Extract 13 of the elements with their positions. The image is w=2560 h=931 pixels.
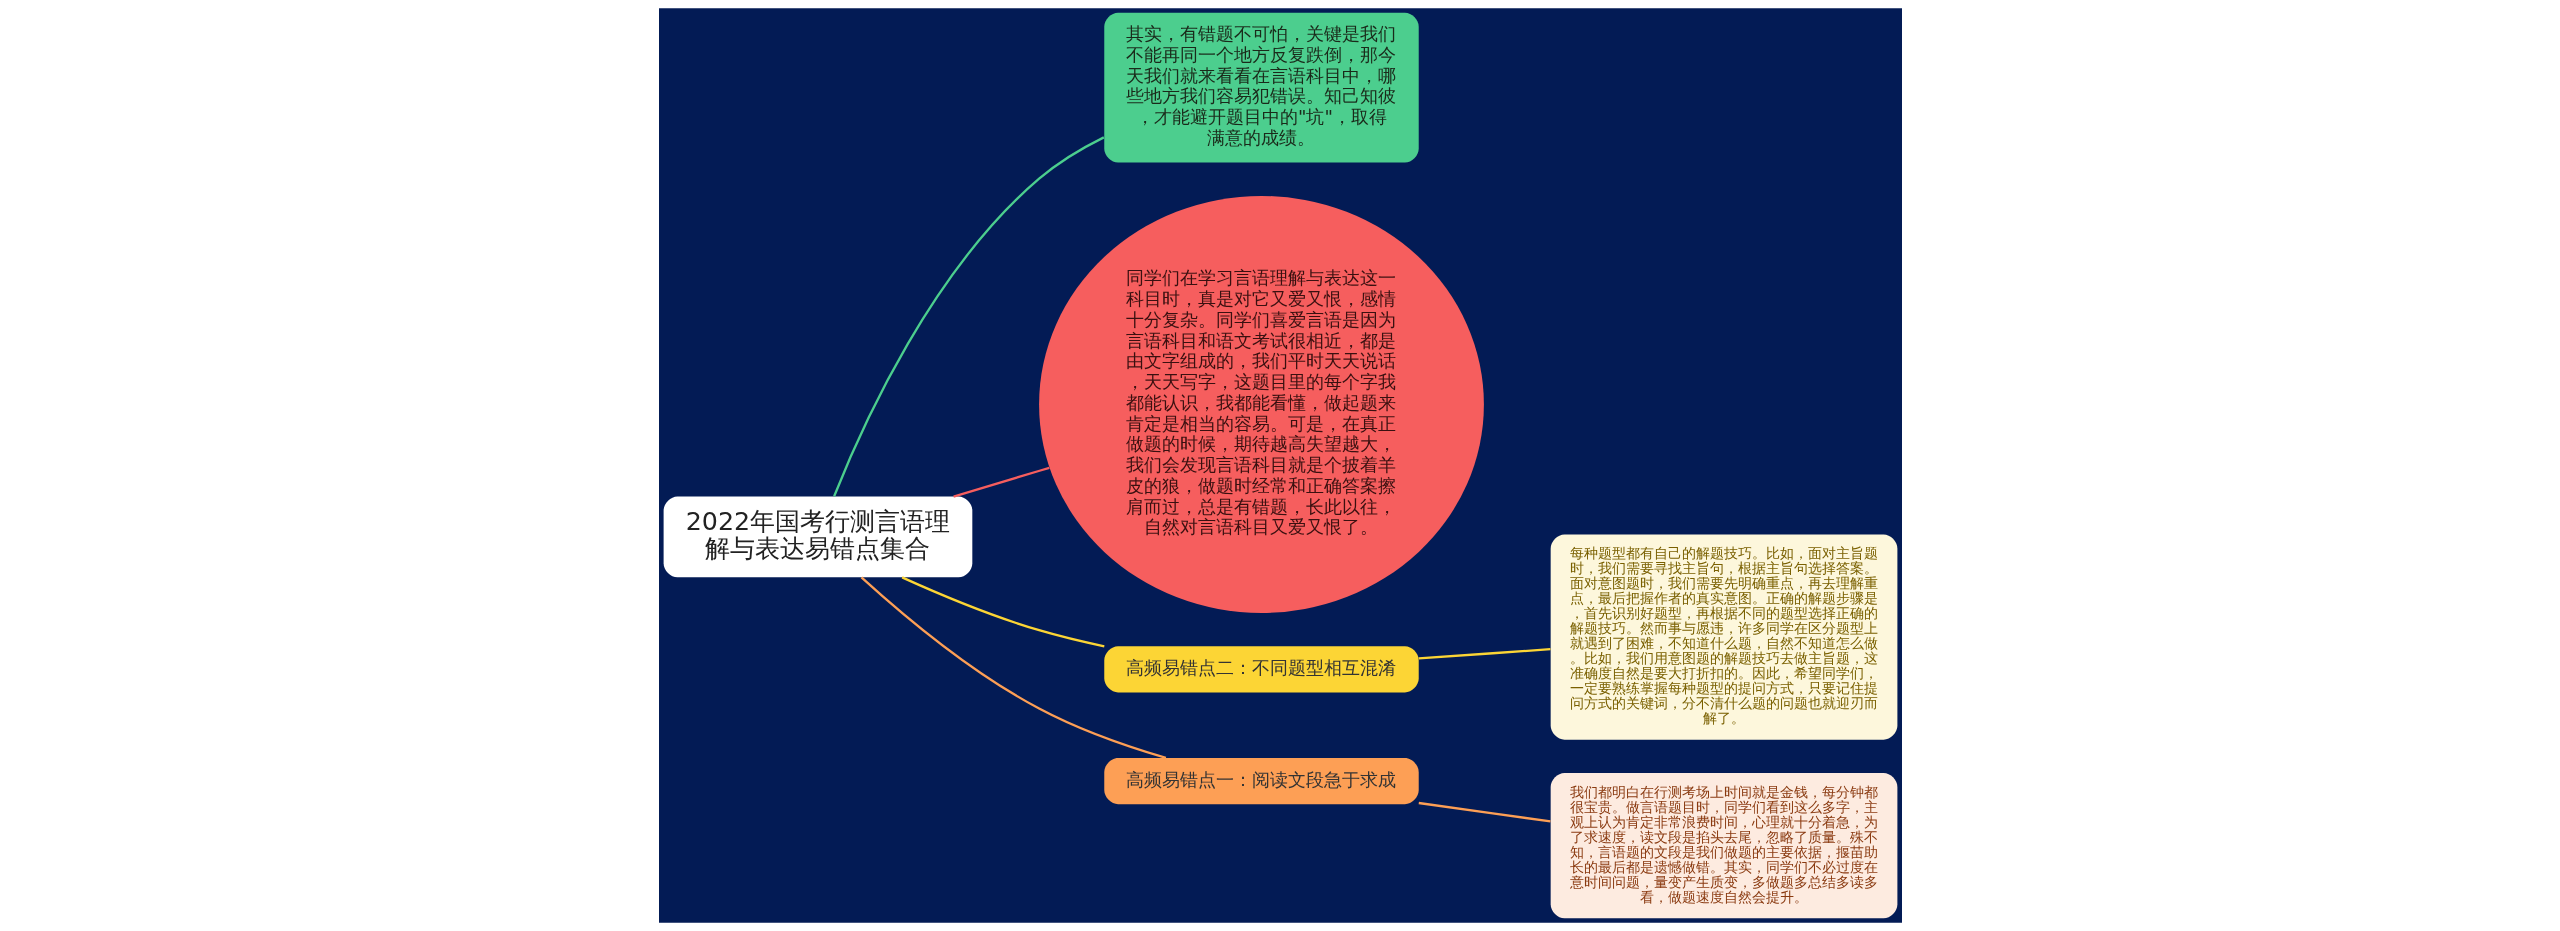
node-box: 高频易错点二：不同题型相互混淆 (1103, 646, 1419, 693)
connector (860, 576, 1166, 760)
node-box: 2022年国考行测言语理解与表达易错点集合 (663, 496, 972, 578)
connector (1418, 648, 1551, 660)
connector (952, 466, 1050, 498)
connector (832, 136, 1104, 497)
node-box: 每种题型都有自己的解题技巧。比如，面对主旨题时，我们需要寻找主旨句，根据主旨句选择答案。面对意图题时，我们需要先明确重点，再去理解重点，最后把握作者的真实意图。正确的解题步骤是，首先识别好题型，再根据不同的题型选择正确的解题技巧。然而事与愿违，许多同学在区分题型上就遇到了困难，不知道什么题，自然不知道怎么做。比如，我们用意图题的解题技巧去做主旨题，这准确度自然是要大打折扣的。因此，希望同学们，一定要熟练掌握每种题型的提问方式，只要记住提问方式的关键词，分不清什么题的问题也就迎刃而解了。 (1550, 534, 1897, 740)
node-circle: 同学们在学习言语理解与表达这一科目时，真是对它又爱又恨，感情十分复杂。同学们喜爱言语是因为言语科目和语文考试很相近，都是由文字组成的，我们平时天天说话，天天写字，这题目里的每个字我都能认识，我都能看懂，做起题来肯定是相当的容易。可是，在真正做题的时候，期待越高失望越大，我们会发现言语科目就是个披着羊皮的狼，做题时经常和正确答案擦肩而过，总是有错题，长此以往，自然对言语科目又爱又恨了。 (1038, 195, 1484, 613)
connector (1418, 801, 1551, 823)
connector (901, 576, 1105, 648)
node-box: 我们都明白在行测考场上时间就是金钱，每分钟都很宝贵。做言语题目时，同学们看到这么多字，主观上认为肯定非常浪费时间，心理就十分着急，为了求速度，读文段是掐头去尾，忽略了质量。殊不知，言语题的文段是我们做题的主要依据，揠苗助长的最后都是遗憾做错。其实，同学们不必过度在意时间问题，量变产生质变，多做题多总结多读多看，做题速度自然会提升。 (1550, 773, 1897, 919)
node-box: 其实，有错题不可怕，关键是我们不能再同一个地方反复跌倒，那今天我们就来看看在言语科目中，哪些地方我们容易犯错误。知己知彼，才能避开题目中的"坑"，取得满意的成绩。 (1103, 12, 1419, 163)
node-box: 高频易错点一：阅读文段急于求成 (1103, 758, 1419, 805)
